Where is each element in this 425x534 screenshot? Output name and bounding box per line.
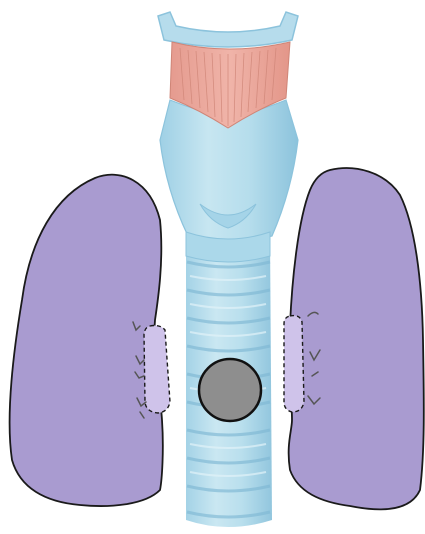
- left-hilum-region: [284, 316, 304, 412]
- left-lung-shape: [289, 168, 424, 509]
- left-lung: [284, 168, 424, 509]
- mass-circle: [199, 359, 261, 421]
- right-hilum-region: [144, 326, 170, 414]
